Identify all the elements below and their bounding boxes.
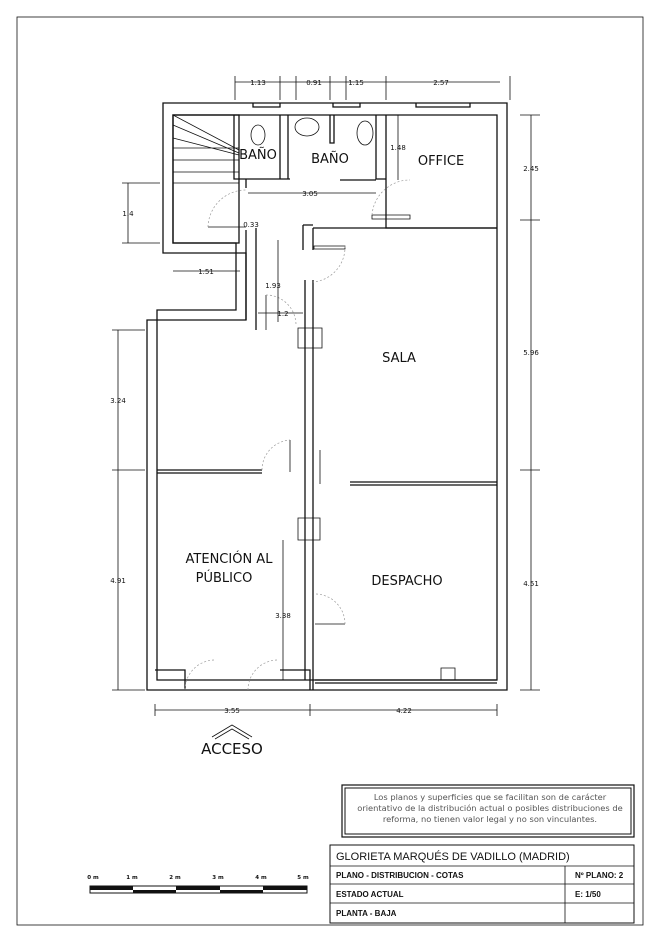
plan-state: ESTADO ACTUAL (336, 890, 404, 899)
dim-top-2: 0.91 (306, 79, 322, 87)
dim-top-1: 1.13 (250, 79, 266, 87)
room-labels: BAÑO BAÑO OFFICE SALA ATENCIÓN AL PÚBLIC… (186, 147, 465, 758)
room-atencion-line2: PÚBLICO (196, 570, 253, 586)
title-block: GLORIETA MARQUÉS DE VADILLO (MADRID) PLA… (329, 784, 635, 924)
dim-right-3: 4.51 (523, 580, 539, 588)
dim-bottom-2: 4.22 (396, 707, 412, 715)
dimension-labels: 1.13 0.91 1.15 2.57 2.45 5.96 4.51 1.4 3… (110, 79, 539, 715)
scale-bar: 0 m 1 m 2 m 3 m 4 m 5 m (87, 875, 309, 894)
page-frame (16, 16, 644, 926)
room-sala: SALA (382, 351, 416, 366)
walls (146, 102, 508, 691)
scale-label: 2 m (169, 875, 181, 881)
scale-label: 1 m (126, 875, 138, 881)
room-bano-2: BAÑO (311, 151, 349, 167)
scale-label: 3 m (212, 875, 224, 881)
room-atencion-line1: ATENCIÓN AL (186, 551, 274, 567)
dim-338: 3.38 (275, 612, 291, 620)
room-despacho: DESPACHO (371, 574, 442, 589)
dim-right-1: 2.45 (523, 165, 539, 173)
plan-scale: E: 1/50 (575, 890, 601, 899)
dim-top-3: 1.15 (348, 79, 364, 87)
dim-left-3: 4.91 (110, 577, 126, 585)
dim-305: 3.05 (302, 190, 318, 198)
dim-right-2: 5.96 (523, 349, 539, 357)
dim-bottom-1: 3.55 (224, 707, 240, 715)
dim-033: 0.33 (243, 221, 259, 229)
room-bano-1: BAÑO (239, 147, 277, 163)
dim-151: 1.51 (198, 268, 214, 276)
disclaimer-text: Los planos y superficies que se facilita… (357, 792, 623, 824)
access-arrow-icon (211, 724, 253, 740)
dim-left-2: 3.24 (110, 397, 126, 405)
dim-193: 1.93 (265, 282, 281, 290)
dim-left-1: 1.4 (122, 210, 134, 218)
plan-number: Nº PLANO: 2 (575, 871, 624, 880)
dim-top-4: 2.57 (433, 79, 449, 87)
scale-label: 0 m (87, 875, 99, 881)
dimension-lines (112, 76, 540, 716)
access-label: ACCESO (201, 740, 263, 758)
scale-label: 4 m (255, 875, 267, 881)
room-office: OFFICE (418, 154, 464, 169)
dim-148: 1.48 (390, 144, 406, 152)
project-location: GLORIETA MARQUÉS DE VADILLO (MADRID) (336, 850, 570, 863)
plan-floor: PLANTA - BAJA (336, 909, 397, 918)
dim-12: 1.2 (277, 310, 288, 318)
scale-label: 5 m (297, 875, 309, 881)
plan-type: PLANO - DISTRIBUCION - COTAS (336, 871, 464, 880)
